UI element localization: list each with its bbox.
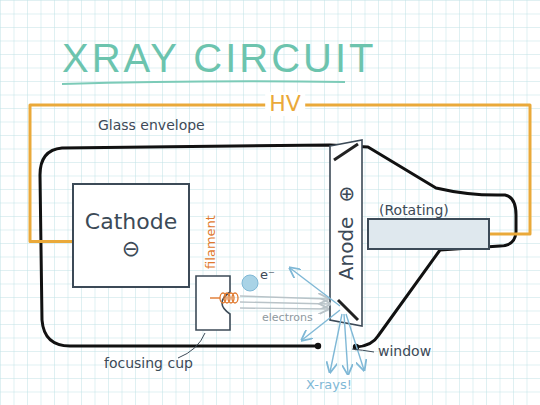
electron-beam (240, 296, 330, 309)
title-underline (62, 81, 345, 84)
node-label: Anode (334, 217, 358, 281)
cup-label: focusing cup (104, 356, 193, 371)
filament-coil (220, 293, 238, 303)
rotated-label-group: Anode ⊕ (334, 186, 358, 280)
focusing-cup (196, 276, 230, 330)
leader-line (352, 349, 374, 352)
cathode-box: Cathode⊖ (72, 183, 190, 288)
window-mark (315, 343, 321, 349)
electron-dot (242, 275, 258, 291)
electron-symbol: e⁻ (260, 268, 275, 282)
node-label: Cathode (85, 209, 177, 235)
envelope-label: Glass envelope (98, 118, 205, 133)
anode-box: Anode ⊕ (330, 146, 362, 320)
window-label: window (378, 344, 431, 359)
filament-lead (210, 297, 220, 298)
wire-label: HV (265, 92, 305, 116)
rotor-shaft: (Rotating) (367, 218, 490, 250)
diagram-title: XRAY CIRCUIT (62, 36, 377, 80)
anode-plate (330, 140, 362, 326)
filament-label: filament (204, 215, 218, 269)
beam-label: electrons (262, 312, 313, 324)
polarity-sign: ⊖ (122, 236, 140, 262)
leader-line (178, 333, 205, 358)
anode-edge (334, 144, 358, 160)
polarity-sign: ⊕ (334, 186, 358, 203)
x-ray-label: X-rays! (306, 378, 352, 392)
glass-envelope (40, 145, 516, 347)
node-heading: (Rotating) (379, 202, 449, 218)
